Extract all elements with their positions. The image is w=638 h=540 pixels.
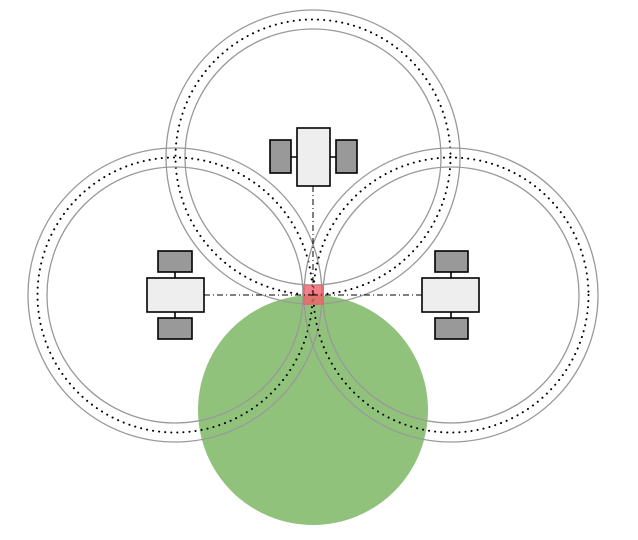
robot-wheel	[157, 317, 193, 340]
robot-wheel	[157, 250, 193, 273]
top-robot	[269, 127, 358, 187]
robot-wheel	[269, 139, 292, 174]
robot-body	[146, 277, 205, 313]
robot-wheel	[434, 317, 469, 340]
robot-body	[421, 277, 480, 313]
robot-wheel	[335, 139, 358, 174]
robot-wheel	[434, 250, 469, 273]
left-robot	[146, 250, 205, 340]
target-zone-circle	[198, 295, 428, 525]
robot-body	[296, 127, 331, 187]
right-robot	[421, 250, 480, 340]
connector-lines	[204, 186, 422, 296]
